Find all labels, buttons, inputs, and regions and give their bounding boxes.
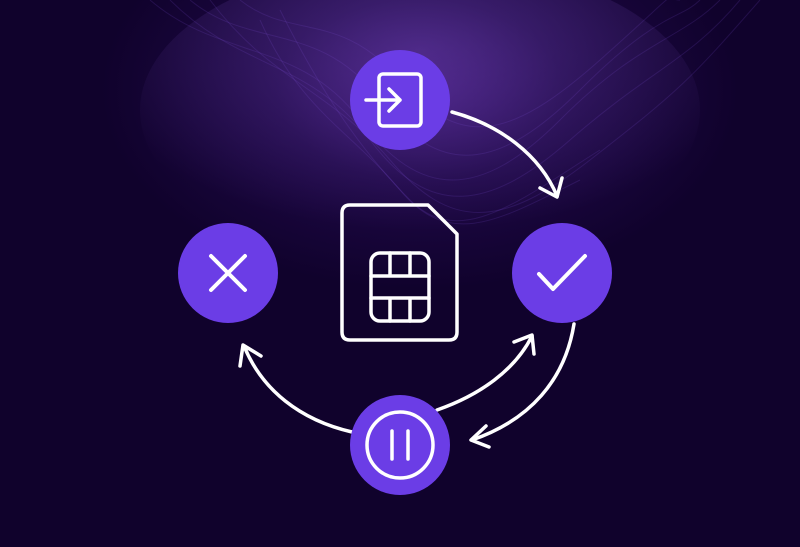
pause-icon bbox=[365, 410, 435, 480]
node-suspended bbox=[350, 395, 450, 495]
node-active bbox=[512, 223, 612, 323]
checkmark-icon bbox=[537, 254, 587, 291]
close-icon bbox=[209, 254, 247, 292]
arrow-suspended-to-active bbox=[435, 333, 536, 412]
arrow-activate-to-active bbox=[450, 110, 564, 199]
node-deactivated bbox=[178, 223, 278, 323]
arrow-active-to-suspended bbox=[469, 322, 576, 449]
sim-card-icon bbox=[340, 203, 459, 342]
arrow-suspended-to-deactivated bbox=[238, 343, 354, 434]
node-activate bbox=[350, 50, 450, 150]
sign-in-icon bbox=[364, 72, 423, 128]
